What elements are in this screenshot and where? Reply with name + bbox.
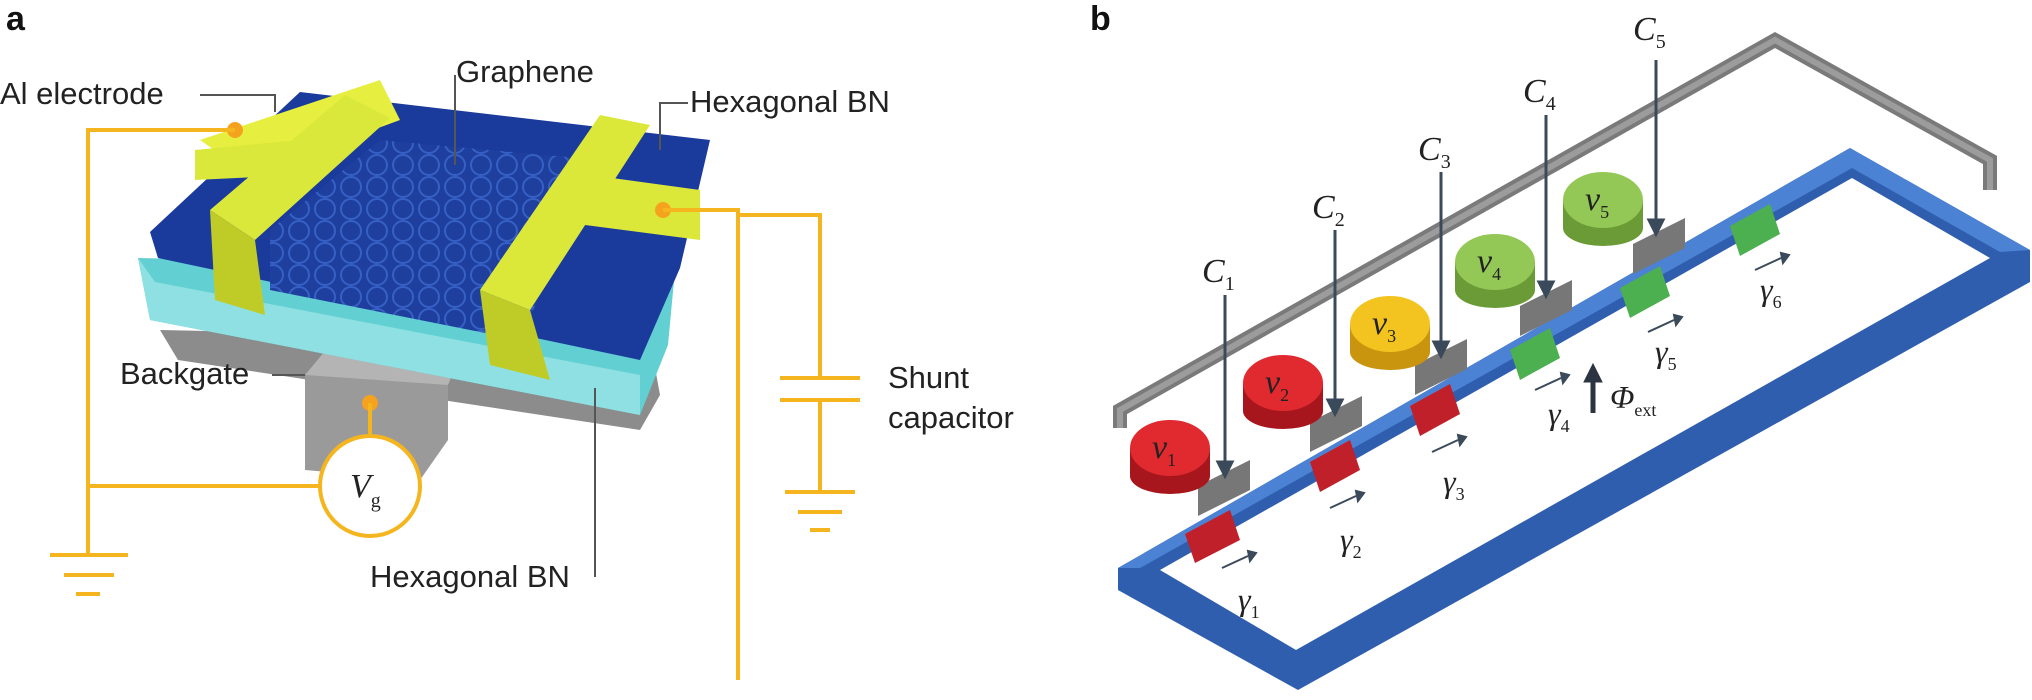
gamma-label-2: γ2 [1340, 521, 1362, 562]
shunt-wire-top [738, 213, 822, 378]
cap-label-3: C3 [1418, 131, 1451, 173]
panel-a-letter: a [6, 0, 26, 38]
leader-electrode [200, 94, 276, 112]
junctions [1185, 204, 1780, 563]
node-label-2: ν2 [1265, 364, 1289, 405]
cap-arrowhead-3 [1431, 340, 1451, 360]
junction-4 [1510, 328, 1560, 380]
junction-5 [1620, 266, 1670, 318]
gamma-label-5: γ5 [1655, 333, 1677, 374]
cap-arrowhead-1 [1215, 460, 1235, 480]
label-shunt: Shunt [888, 360, 969, 395]
substrate-front [138, 258, 640, 415]
cap-arrowhead-5 [1646, 218, 1666, 238]
panel-a-device [138, 80, 710, 480]
gamma-label-3: γ3 [1443, 463, 1465, 504]
node-5 [1563, 172, 1643, 246]
cap-pad-3 [1415, 339, 1467, 395]
cap-arrowhead-4 [1536, 280, 1556, 300]
node-label-5: ν5 [1585, 181, 1609, 222]
gamma-label-4: γ4 [1548, 395, 1570, 436]
label-hbn-top: Hexagonal BN [690, 84, 890, 119]
label-hbn-bottom: Hexagonal BN [370, 559, 570, 594]
label-al-electrode: Al electrode [0, 76, 164, 111]
node-2 [1243, 355, 1323, 429]
cap-arrowhead-2 [1325, 398, 1345, 418]
gamma-label-6: γ6 [1760, 271, 1782, 312]
node-1 [1130, 420, 1210, 494]
cap-label-1: C1 [1202, 253, 1235, 295]
cap-pad-2 [1310, 396, 1362, 452]
junction-6 [1730, 204, 1780, 256]
capacitor-arrows [1215, 60, 1666, 480]
cap-label-2: C2 [1312, 189, 1345, 231]
left-wire [86, 128, 235, 486]
flux-label: Φext [1610, 379, 1656, 420]
panel-a-wiring [50, 128, 860, 680]
junction-1 [1185, 510, 1240, 563]
node-label-1: ν1 [1152, 429, 1176, 470]
gamma-label-1: γ1 [1238, 581, 1260, 622]
label-backgate: Backgate [120, 356, 249, 391]
right-electrode-pad [585, 175, 700, 240]
right-electrode-side [480, 290, 550, 380]
node-label-4: ν4 [1477, 243, 1501, 284]
cap-pad-5 [1633, 218, 1685, 274]
node-label-3: ν3 [1372, 305, 1396, 346]
label-capacitor: capacitor [888, 400, 1014, 435]
node-cylinders [1130, 172, 1643, 494]
label-graphene: Graphene [456, 54, 594, 89]
junction-2 [1310, 440, 1360, 492]
right-electrode-arm [480, 115, 650, 310]
cap-pad-1 [1198, 460, 1250, 516]
cap-label-5: C5 [1633, 11, 1666, 53]
cap-pad-4 [1520, 280, 1572, 336]
junction-3 [1410, 384, 1460, 436]
panel-b-letter: b [1090, 0, 1111, 38]
left-electrode-side [210, 210, 265, 315]
capacitor-pads [1198, 218, 1685, 516]
right-wire [663, 208, 740, 680]
left-electrode-pad [195, 140, 300, 180]
gray-loop-highlight [1117, 36, 1993, 428]
cap-label-4: C4 [1523, 73, 1556, 115]
leader-hbn-top [659, 102, 688, 150]
blue-loop-inner [1160, 178, 1990, 650]
gamma-arrows [1221, 251, 1791, 569]
node-3 [1350, 296, 1430, 370]
flux-arrow [1583, 362, 1603, 413]
node-4 [1455, 234, 1535, 308]
